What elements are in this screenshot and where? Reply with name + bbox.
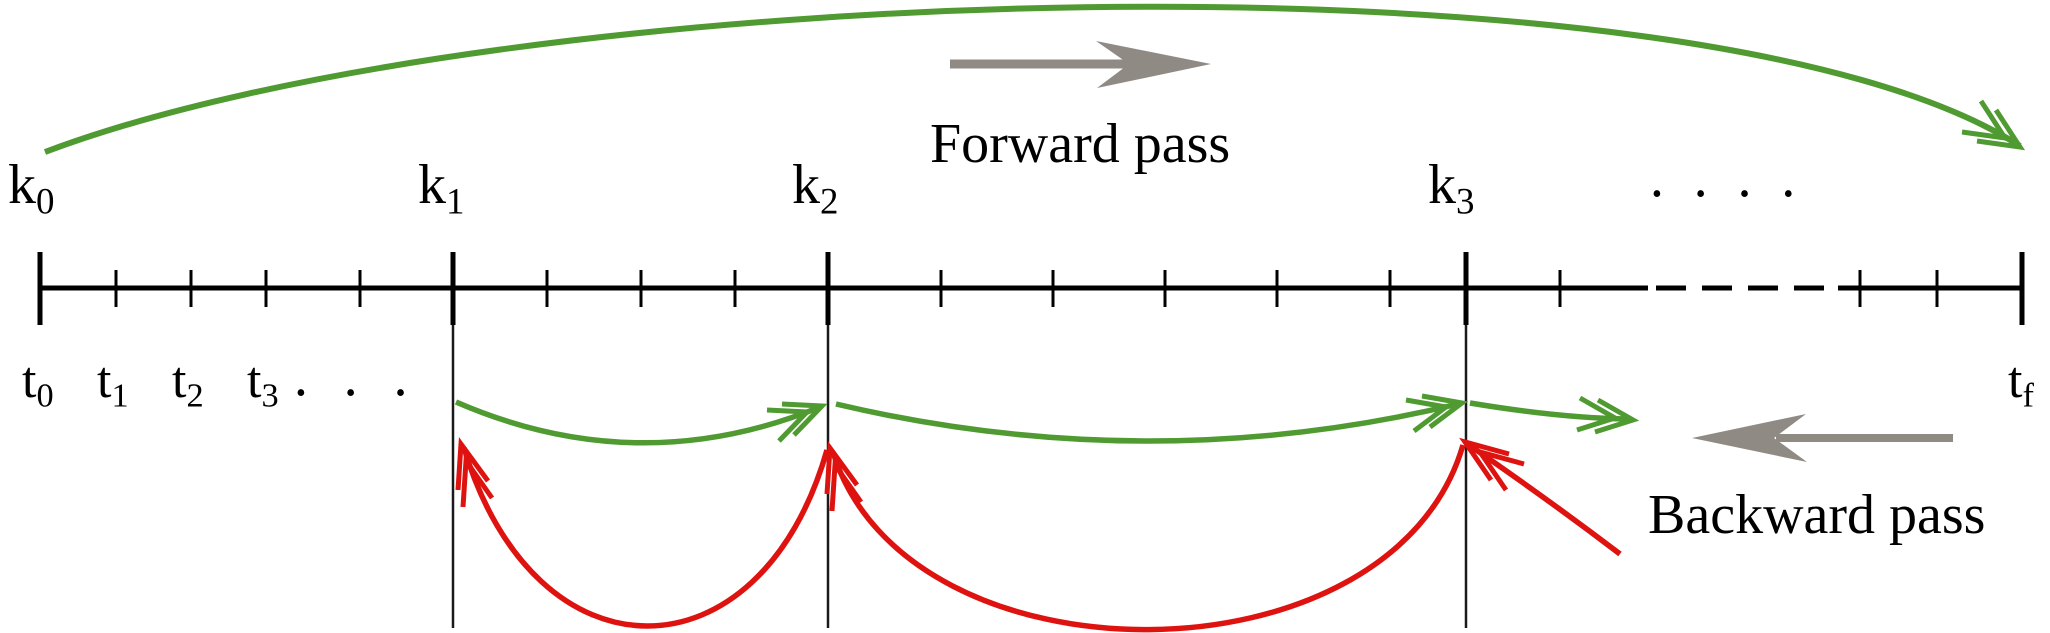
backward-arrowhead-k1-icon — [455, 436, 491, 491]
time-label-tf: tf — [2008, 352, 2034, 415]
forward-arc-k2-k3 — [835, 401, 1459, 444]
time-ellipsis: ••• — [296, 378, 446, 409]
forward-arc-k1-k2 — [454, 399, 822, 446]
checkpoint-label-k0: k0 — [8, 154, 55, 222]
minor-ticks — [114, 270, 1939, 307]
checkpoint-guide-lines — [451, 325, 1468, 628]
major-ticks — [37, 252, 2025, 325]
forward-arc-arrowhead-icon — [1976, 108, 2026, 151]
forward-arrowhead-k2-icon — [781, 401, 828, 437]
forward-arrowhead-next-icon — [1594, 397, 1640, 435]
forward-arrowhead-k3-icon — [1421, 393, 1469, 429]
forward-pass-caption: Forward pass — [930, 113, 1231, 175]
backward-pass-caption: Backward pass — [1648, 484, 1986, 546]
forward-pass-arrow-icon — [950, 41, 1211, 88]
forward-arrowhead-next-icon — [1576, 395, 1622, 433]
backward-arc-k2-k1 — [461, 447, 830, 629]
checkpoint-label-k2: k2 — [792, 154, 839, 222]
backward-arrowhead-k1-icon — [460, 453, 495, 508]
backward-arc-k3-k2 — [830, 444, 1466, 633]
backward-arrowhead-k3-icon — [1474, 447, 1525, 492]
forward-arrowhead-k3-icon — [1405, 397, 1453, 433]
checkpoint-label-k1: k1 — [418, 154, 465, 222]
forward-arrowhead-k2-icon — [766, 407, 813, 443]
forward-arc-arrowhead-icon — [1961, 99, 2011, 142]
time-label-t0: t0 — [22, 352, 54, 415]
checkpoint-ellipsis: •••• — [1652, 179, 1828, 210]
backward-arrowhead-k2-icon — [829, 457, 864, 512]
time-label-t3: t3 — [247, 352, 279, 415]
checkpoint-label-k3: k3 — [1428, 154, 1475, 222]
backward-arrow-into-k3 — [1467, 442, 1622, 557]
backward-pass-arrow-icon — [1692, 414, 1953, 462]
backward-arrowhead-k2-icon — [824, 440, 860, 495]
time-label-t2: t2 — [172, 352, 204, 415]
forward-pass-arc-full — [43, 3, 2022, 155]
time-label-t1: t1 — [97, 352, 129, 415]
backward-arrowhead-k3-icon — [1459, 437, 1510, 482]
